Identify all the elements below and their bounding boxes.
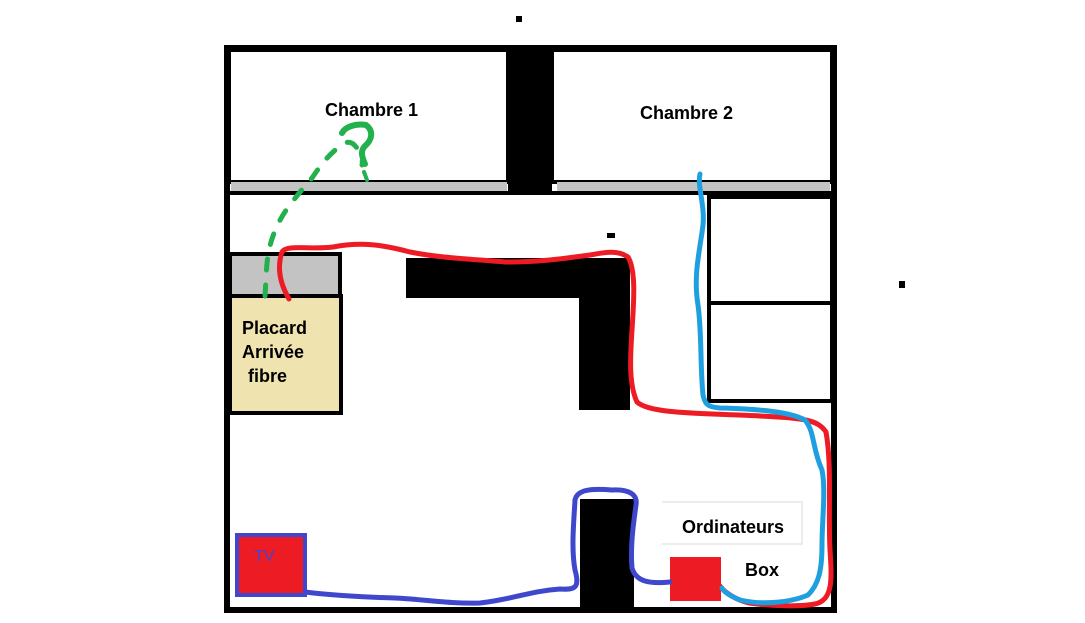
- stray-dot-right: [899, 281, 905, 288]
- tv-box: [235, 533, 307, 597]
- internet-box: [670, 557, 721, 601]
- box-label: Box: [745, 560, 779, 580]
- chambre-2-label: Chambre 2: [640, 103, 733, 123]
- interior-wall-vertical: [579, 258, 630, 410]
- placard-room: [228, 294, 343, 415]
- green-tick-right: [362, 170, 369, 182]
- ordinateurs-desk-edge: [662, 501, 803, 545]
- green-question-mark: [339, 121, 375, 167]
- stray-dot-top: [516, 16, 522, 22]
- chambre-1-label: Chambre 1: [325, 100, 418, 120]
- chambre-2-door-strip: [557, 182, 830, 191]
- chambre-1-door-strip: [231, 182, 507, 191]
- placard-label-line2: Arrivée: [242, 342, 304, 362]
- placard-label-line1: Placard: [242, 318, 307, 338]
- right-room-upper: [707, 195, 834, 305]
- ordinateurs-label: Ordinateurs: [682, 517, 784, 537]
- right-room-lower: [707, 301, 834, 403]
- stray-dot-center: [607, 233, 615, 238]
- bottom-pillar: [580, 499, 634, 609]
- dark-blue-cable: [302, 486, 673, 606]
- tv-label: TV: [254, 548, 275, 565]
- green-path: [262, 139, 365, 299]
- bedroom-divider-wall: [508, 48, 552, 195]
- placard-label-line3: fibre: [248, 366, 287, 386]
- red-cable: [277, 241, 834, 609]
- blue-cable: [693, 171, 827, 606]
